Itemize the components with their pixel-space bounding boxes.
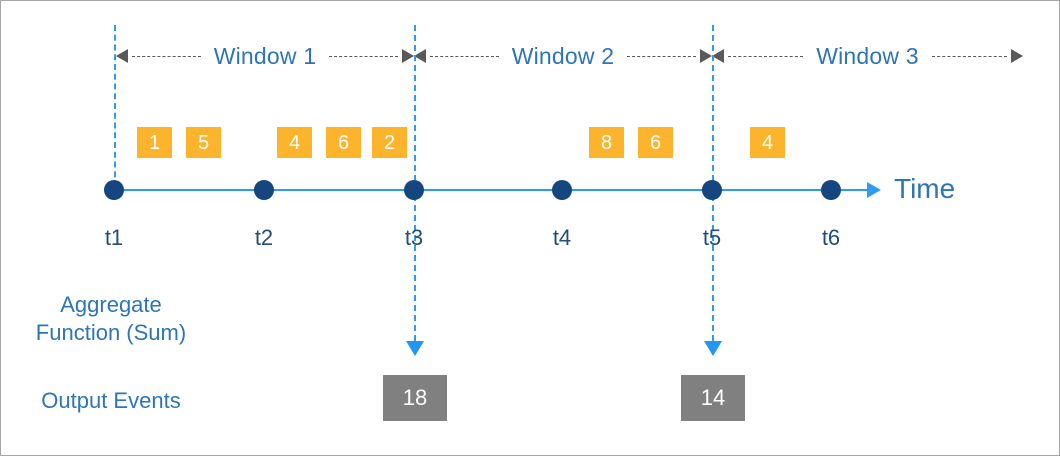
window-label-2: Window 2 (511, 42, 615, 69)
window-band-2: Window 2 (414, 37, 712, 75)
timeline-arrow-icon (867, 182, 881, 198)
window-arrow-left-icon (414, 49, 426, 63)
timeline-axis-label: Time (894, 173, 956, 204)
timeline-dot-t3 (404, 180, 424, 200)
aggregate-function-caption: Aggregate Function (Sum) (35, 292, 187, 346)
timeline-tick-label-t6: t6 (821, 225, 841, 250)
window-dash-left (132, 55, 201, 57)
event-box-1: 1 (137, 127, 172, 158)
event-box-3: 4 (277, 127, 312, 158)
t3-boundary-arrow-icon (406, 341, 424, 356)
window-dash-left (430, 55, 499, 57)
output-box-2: 14 (681, 375, 745, 421)
event-box-4: 6 (326, 127, 361, 158)
output-box-1: 18 (383, 375, 447, 421)
event-box-7: 6 (638, 127, 673, 158)
window-arrow-left-icon (712, 49, 724, 63)
window-arrow-left-icon (116, 49, 128, 63)
timeline-tick-label-t4: t4 (552, 225, 572, 250)
timeline-dot-t6 (821, 180, 841, 200)
t5-boundary-arrow-icon (704, 341, 722, 356)
window-band-3: Window 3 (712, 37, 1023, 75)
timeline-tick-label-t3: t3 (404, 225, 424, 250)
window-label-3: Window 3 (816, 42, 919, 69)
event-box-5: 2 (372, 127, 407, 158)
timeline-dot-t5 (702, 180, 722, 200)
t1-boundary (114, 25, 116, 187)
output-events-caption: Output Events (41, 388, 181, 413)
timeline-dot-t4 (552, 180, 572, 200)
window-dash-right (931, 55, 1007, 57)
timeline-tick-label-t1: t1 (104, 225, 124, 250)
window-arrow-right-icon (700, 49, 712, 63)
event-box-2: 5 (186, 127, 221, 158)
event-box-6: 8 (589, 127, 624, 158)
timeline-axis (105, 189, 867, 191)
window-label-1: Window 1 (213, 42, 317, 69)
window-arrow-right-icon (1011, 49, 1023, 63)
window-dash-right (329, 55, 398, 57)
window-dash-left (728, 55, 804, 57)
timeline-tick-label-t2: t2 (254, 225, 274, 250)
window-band-1: Window 1 (116, 37, 414, 75)
timeline-dot-t2 (254, 180, 274, 200)
timeline-tick-label-t5: t5 (702, 225, 722, 250)
window-arrow-right-icon (402, 49, 414, 63)
window-dash-right (627, 55, 696, 57)
timeline-dot-t1 (104, 180, 124, 200)
event-box-8: 4 (750, 127, 785, 158)
